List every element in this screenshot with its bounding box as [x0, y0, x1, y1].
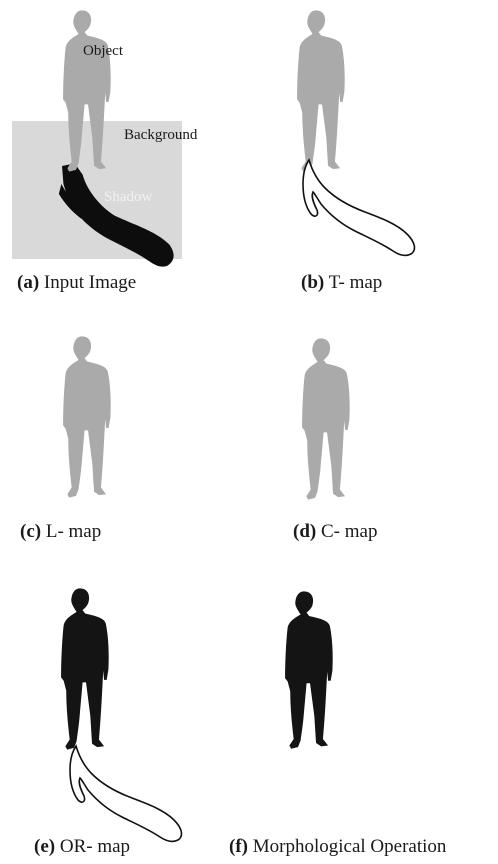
shadow-outline [303, 160, 414, 255]
caption-e: (e) OR- map [34, 837, 130, 856]
object-silhouette [285, 591, 333, 748]
shadow-label: Shadow [104, 190, 152, 205]
morphological-figure [249, 578, 498, 838]
t-map-figure [249, 0, 498, 270]
background-label: Background [124, 128, 197, 143]
c-map-figure [249, 330, 498, 530]
caption-letter: (c) [20, 521, 41, 542]
shadow-outline [70, 746, 181, 841]
caption-title: Input Image [44, 272, 136, 293]
l-map-figure [0, 330, 249, 530]
caption-title: Morphological Operation [253, 836, 447, 857]
or-map-figure [0, 578, 249, 838]
object-silhouette [302, 338, 350, 499]
panel-or-map: (e) OR- map [0, 578, 249, 864]
caption-b: (b) T- map [301, 273, 382, 292]
object-silhouette [63, 336, 111, 497]
caption-a: (a) Input Image [17, 273, 136, 292]
panel-t-map: (b) T- map [249, 0, 498, 300]
caption-c: (c) L- map [20, 522, 101, 541]
caption-title: OR- map [60, 836, 130, 857]
panel-input-image: Object Background Shadow (a) Input Image [0, 0, 249, 300]
panel-morphological-operation: (f) Morphological Operation [249, 578, 498, 864]
caption-title: C- map [321, 521, 377, 542]
object-silhouette [297, 10, 345, 171]
caption-letter: (a) [17, 272, 39, 293]
caption-letter: (b) [301, 272, 324, 293]
panel-c-map: (d) C- map [249, 330, 498, 560]
object-silhouette [61, 588, 109, 749]
caption-letter: (f) [229, 836, 248, 857]
object-label: Object [83, 44, 123, 59]
caption-title: T- map [329, 272, 383, 293]
caption-letter: (e) [34, 836, 55, 857]
caption-title: L- map [46, 521, 101, 542]
caption-f: (f) Morphological Operation [229, 837, 446, 856]
caption-letter: (d) [293, 521, 316, 542]
panel-l-map: (c) L- map [0, 330, 249, 560]
caption-d: (d) C- map [293, 522, 377, 541]
